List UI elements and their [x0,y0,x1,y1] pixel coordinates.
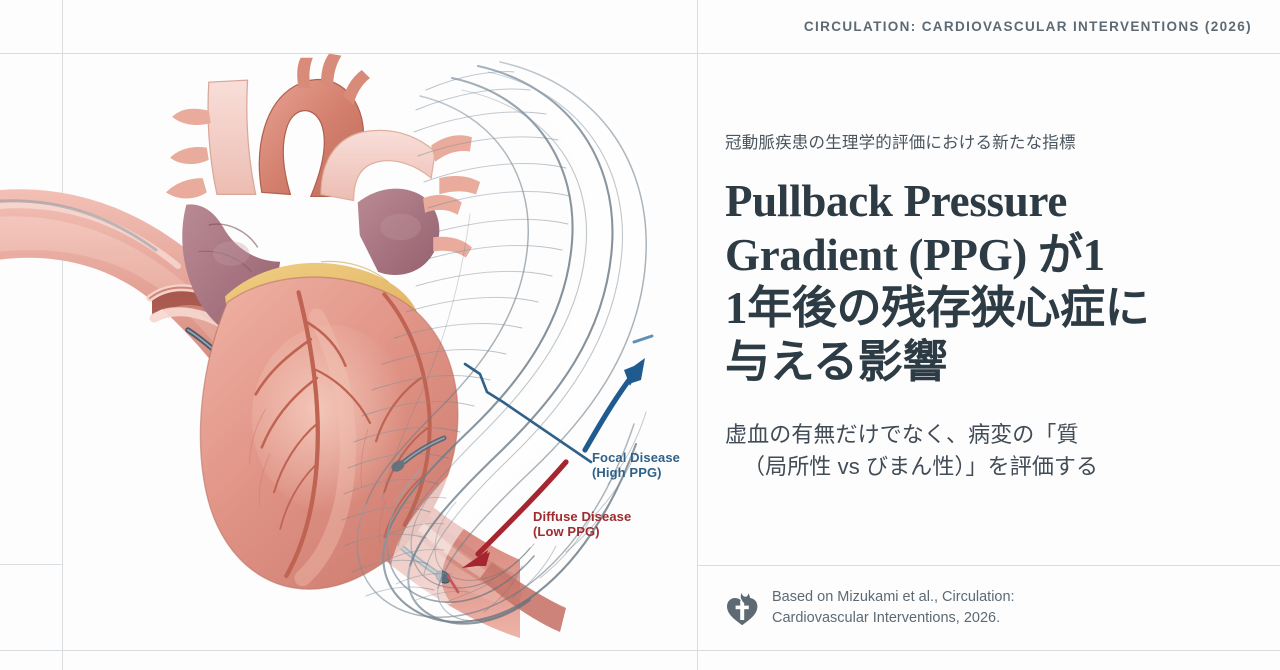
grid-line-horizontal-lower-left [0,564,63,565]
grid-line-horizontal-lower-right [697,565,1280,566]
headline-line-2: Gradient (PPG) が1 [725,229,1105,280]
focal-disease-leader [463,362,593,464]
wireframe-catheter-tip [391,435,447,472]
citation-line-1: Based on Mizukami et al., Circulation: [772,589,1015,606]
annotation-diffuse-line2: (Low PPG) [533,524,600,540]
citation-footer: Based on Mizukami et al., Circulation: C… [697,566,1280,650]
page-title: Pullback Pressure Gradient (PPG) が1 1年後の… [725,175,1240,389]
grid-line-horizontal-top [0,53,1280,54]
grid-line-vertical-divider [697,0,698,670]
diffuse-disease-arrow [446,459,569,594]
subtitle: 虚血の有無だけでなく、病変の「質 （局所性 vs びまん性）」を評価する [725,419,1240,483]
annotation-diffuse-line1: Diffuse Disease [533,509,632,524]
aha-heart-torch-icon [725,590,759,626]
medical-illustration [0,53,654,638]
headline-line-3: 1年後の残存狭心症に [725,283,1150,334]
wireframe-vessel-model [341,60,649,625]
subtitle-line-1: 虚血の有無だけでなく、病変の「質 [725,422,1079,448]
journal-kicker: CIRCULATION: CARDIOVASCULAR INTERVENTION… [803,19,1252,34]
headline-line-4: 与える影響 [725,336,948,387]
text-pane: 冠動脈疾患の生理学的評価における新たな指標 Pullback Pressure … [697,53,1280,565]
subtitle-line-2: （局所性 vs びまん性）」を評価する [743,454,1099,480]
annotation-focal-disease: Focal Disease (High PPG) [592,450,680,481]
grid-line-horizontal-bottom [0,650,1280,651]
journal-header: CIRCULATION: CARDIOVASCULAR INTERVENTION… [697,0,1280,53]
annotation-focal-line1: Focal Disease [592,450,681,465]
focal-disease-arrow [582,334,654,453]
citation-text: Based on Mizukami et al., Circulation: C… [772,587,1015,628]
eyebrow-text: 冠動脈疾患の生理学的評価における新たな指標 [725,134,1076,152]
annotation-diffuse-disease: Diffuse Disease (Low PPG) [533,509,631,540]
headline-line-1: Pullback Pressure [725,176,1068,226]
citation-line-2: Cardiovascular Interventions, 2026. [772,610,1001,626]
grid-line-vertical-left [62,0,63,670]
annotation-focal-line2: (High PPG) [592,465,662,481]
